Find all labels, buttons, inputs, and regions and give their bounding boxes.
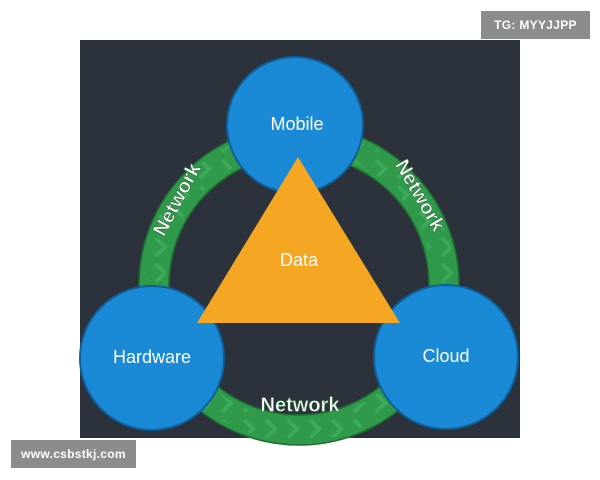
- data-core: Data: [197, 157, 400, 323]
- node-mobile-label: Mobile: [270, 114, 323, 134]
- data-label: Data: [280, 250, 319, 270]
- data-triangle: [197, 157, 400, 323]
- link-label-hardware-cloud: Network: [261, 394, 341, 416]
- watermark-top-right: TG: MYYJJPP: [481, 11, 590, 39]
- node-cloud: Cloud: [373, 284, 519, 430]
- node-hardware: Hardware: [79, 285, 225, 431]
- node-cloud-label: Cloud: [422, 346, 469, 366]
- watermark-bottom-left: www.csbstkj.com: [11, 440, 136, 468]
- node-hardware-label: Hardware: [113, 347, 191, 367]
- node-hardware-circle: [79, 285, 225, 431]
- node-cloud-circle: [373, 284, 519, 430]
